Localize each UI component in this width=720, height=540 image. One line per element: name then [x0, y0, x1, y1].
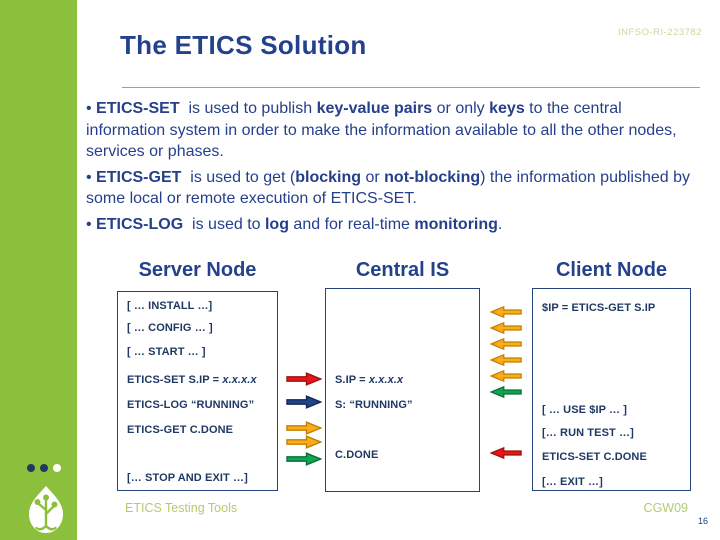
- project-code: INFSO-RI-223782: [617, 27, 702, 38]
- server-node-box: [ … INSTALL …] [ … CONFIG … ] [ … START …: [117, 291, 278, 491]
- arrow-left-orange-icon: [490, 321, 522, 335]
- box-line: ETICS-GET C.DONE: [127, 424, 234, 436]
- arrow-right-green-icon: [286, 452, 322, 466]
- box-line: [ … CONFIG … ]: [127, 322, 213, 334]
- dot-icon: [53, 464, 61, 472]
- column-header-client-node: Client Node: [555, 259, 668, 281]
- box-line: C.DONE: [335, 449, 379, 461]
- arrow-right-navy-icon: [286, 395, 322, 409]
- box-line: [… STOP AND EXIT …]: [127, 472, 248, 484]
- arrow-right-red-icon: [286, 372, 322, 386]
- bullet-etics-set: • ETICS-SET is used to publish key-value…: [86, 100, 677, 160]
- box-line: $IP = ETICS-GET S.IP: [542, 302, 656, 314]
- arrow-left-orange-icon: [490, 305, 522, 319]
- box-line: [ … INSTALL …]: [127, 300, 213, 312]
- bullet-etics-log: • ETICS-LOG is used to log and for real-…: [86, 215, 503, 233]
- sidebar-accent-bar: [0, 0, 77, 540]
- arrow-left-orange-icon: [490, 369, 522, 383]
- client-node-box: $IP = ETICS-GET S.IP [ … USE $IP … ] [… …: [532, 288, 691, 491]
- arrow-right-orange-icon: [286, 435, 322, 449]
- box-line: ETICS-LOG “RUNNING”: [127, 399, 255, 411]
- page-number: 16: [697, 516, 708, 526]
- page-title: The ETICS Solution: [120, 30, 367, 60]
- column-header-server-node: Server Node: [138, 259, 257, 281]
- arrow-left-orange-icon: [490, 337, 522, 351]
- title-underline: [122, 87, 700, 88]
- box-line: ETICS-SET C.DONE: [542, 451, 647, 463]
- arrow-right-orange-icon: [286, 421, 322, 435]
- logo-dots: [27, 464, 61, 472]
- arrow-left-orange-icon: [490, 353, 522, 367]
- box-line: ETICS-SET S.IP = x.x.x.x: [127, 374, 257, 386]
- box-line: S.IP = x.x.x.x: [335, 374, 404, 386]
- box-line: [ … START … ]: [127, 346, 206, 358]
- box-line: [ … USE $IP … ]: [542, 404, 628, 416]
- arrow-left-green-icon: [490, 385, 522, 399]
- leaf-logo-icon: [29, 486, 63, 533]
- arrow-left-red-icon: [490, 446, 522, 460]
- footer-right-text: CGW09: [643, 501, 688, 515]
- footer-left-text: ETICS Testing Tools: [125, 501, 238, 515]
- box-line: [… EXIT …]: [542, 476, 603, 488]
- bullet-etics-get: • ETICS-GET is used to get (blocking or …: [86, 168, 691, 208]
- box-line: [… RUN TEST …]: [542, 427, 634, 439]
- box-line: S: “RUNNING”: [335, 399, 413, 411]
- dot-icon: [40, 464, 48, 472]
- bullet-list: • ETICS-SET is used to publish key-value…: [86, 98, 704, 239]
- central-is-box: S.IP = x.x.x.x S: “RUNNING” C.DONE: [325, 288, 480, 492]
- dot-icon: [27, 464, 35, 472]
- column-header-central-is: Central IS: [355, 259, 450, 281]
